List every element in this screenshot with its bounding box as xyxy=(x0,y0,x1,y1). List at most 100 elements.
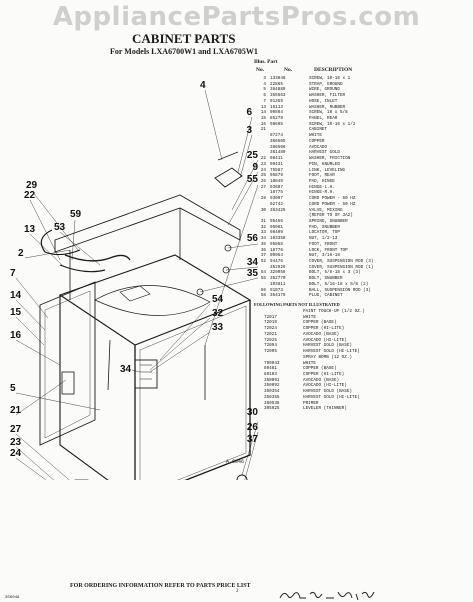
part-illus-no: 34 xyxy=(260,236,266,242)
part-description: HARVEST GOLD (HI-LITE) xyxy=(303,394,360,400)
callout-number: 29 xyxy=(26,180,38,191)
not-illustrated-row: 72019 COPPER (BASE) xyxy=(264,320,469,326)
part-description: COVER, SUSPENSION ROD (3) xyxy=(309,259,374,264)
part-illus-no: 35 xyxy=(260,241,266,247)
callout-number: 9 xyxy=(252,162,258,173)
header-illus: Illus. Part xyxy=(254,59,278,65)
callout-number: 22 xyxy=(24,190,36,201)
part-number: 366506 xyxy=(270,144,286,150)
part-illus-no: 33 xyxy=(260,230,266,236)
mixing-valve xyxy=(134,359,158,389)
part-number: 89103 xyxy=(264,371,277,377)
part-number: 95858 xyxy=(270,241,283,247)
part-number: 90954 xyxy=(270,253,283,259)
part-number: 95879 xyxy=(270,173,283,179)
part-illus-no: 4 xyxy=(263,81,266,87)
part-illus-no: 30 xyxy=(260,207,266,213)
hinge-left xyxy=(61,371,75,395)
power-cord xyxy=(40,229,81,256)
part-illus-no: 32 xyxy=(260,224,266,230)
part-number: 22865 xyxy=(270,81,283,87)
part-illus-no: 52 xyxy=(260,259,266,264)
part-description: WHITE xyxy=(303,360,316,366)
part-description: AVOCADO xyxy=(309,144,328,150)
callout-number: 4 xyxy=(200,80,206,91)
part-number: 350355 xyxy=(264,394,280,400)
cabinet-front xyxy=(134,300,251,480)
part-description: COVER, SUSPENSION ROD (1) xyxy=(309,264,374,270)
part-illus-no: 36 xyxy=(260,247,266,253)
part-description: WASHER, RUBBER xyxy=(309,104,346,110)
part-description: COPPER (BASE) xyxy=(303,320,337,326)
part-number: 18775 xyxy=(270,190,283,196)
part-number: 89481 xyxy=(264,366,277,372)
callout-number: 26 xyxy=(247,422,259,433)
part-number: 85279 xyxy=(270,116,283,122)
rear-panel xyxy=(39,281,96,446)
part-number: 93697 xyxy=(270,184,283,190)
part-description: HINGE-L.H. xyxy=(309,184,335,190)
callout-number: 5 xyxy=(10,383,16,394)
callout-number: 33 xyxy=(212,322,224,333)
part-description: SCREW, 10 x 5/8 xyxy=(309,110,348,116)
callout-number: 30 xyxy=(247,407,259,418)
part-description: CABINET xyxy=(309,127,328,133)
part-description: SCREW, 10-16 x 1 xyxy=(309,76,351,81)
part-description: SPRING, SNUBBER xyxy=(309,218,348,224)
part-illus-no: 6 xyxy=(263,93,266,99)
part-description: AVOCADO (BASE) xyxy=(303,377,340,383)
frame-bracket xyxy=(54,194,241,253)
part-description: PAD, HINGE xyxy=(309,178,335,184)
part-description: HARVEST GOLD (HI-LITE) xyxy=(303,349,360,355)
parts-row: 366506 AVOCADO xyxy=(254,145,469,151)
callout-number: 24 xyxy=(10,448,22,459)
part-number: 103811 xyxy=(270,281,286,287)
part-number: 95456 xyxy=(270,218,283,224)
part-description: AVOCADO (HI-LITE) xyxy=(303,337,347,343)
part-description: NUT, 3/16-18 xyxy=(309,253,340,259)
part-description: LOCK, FRONT TOP xyxy=(309,247,348,253)
part-description: HARVEST GOLD (BASE) xyxy=(303,389,352,395)
exploded-diagram: 4632922595313563435271415165212723242595… xyxy=(10,80,259,480)
parts-row: 18775 HINGE-R.H. xyxy=(254,190,469,196)
part-number: 92742 xyxy=(270,201,283,207)
part-description: BOLT, 5/8-18 x 3 (3) xyxy=(309,270,361,276)
part-description: COPPER (BASE) xyxy=(303,366,337,372)
part-number: 98409 xyxy=(270,230,283,236)
part-number: 305925 xyxy=(264,406,280,412)
part-illus-no: 16 xyxy=(260,121,266,127)
part-description: COPPER xyxy=(309,138,325,144)
part-number: 350091 xyxy=(264,377,280,383)
footer-note: FOR ORDERING INFORMATION REFER TO PARTS … xyxy=(70,583,251,589)
callout-number: 2 xyxy=(18,248,24,259)
part-illus-no: 13 xyxy=(260,104,266,110)
not-illustrated-row: 89481 COPPER (BASE) xyxy=(264,366,469,372)
callout-number: 56 xyxy=(247,233,259,244)
part-description: COPPER (HI-LITE) xyxy=(303,326,345,332)
part-illus-no: 54 xyxy=(260,270,266,276)
callout-number: 35 xyxy=(247,268,259,279)
part-illus-no: 22 xyxy=(260,156,266,162)
part-description: HINGE-R.H. xyxy=(309,190,335,196)
part-description: AVOCADO (BASE) xyxy=(303,331,340,337)
part-number: 72019 xyxy=(264,320,277,326)
callout-number: 15 xyxy=(10,307,22,318)
